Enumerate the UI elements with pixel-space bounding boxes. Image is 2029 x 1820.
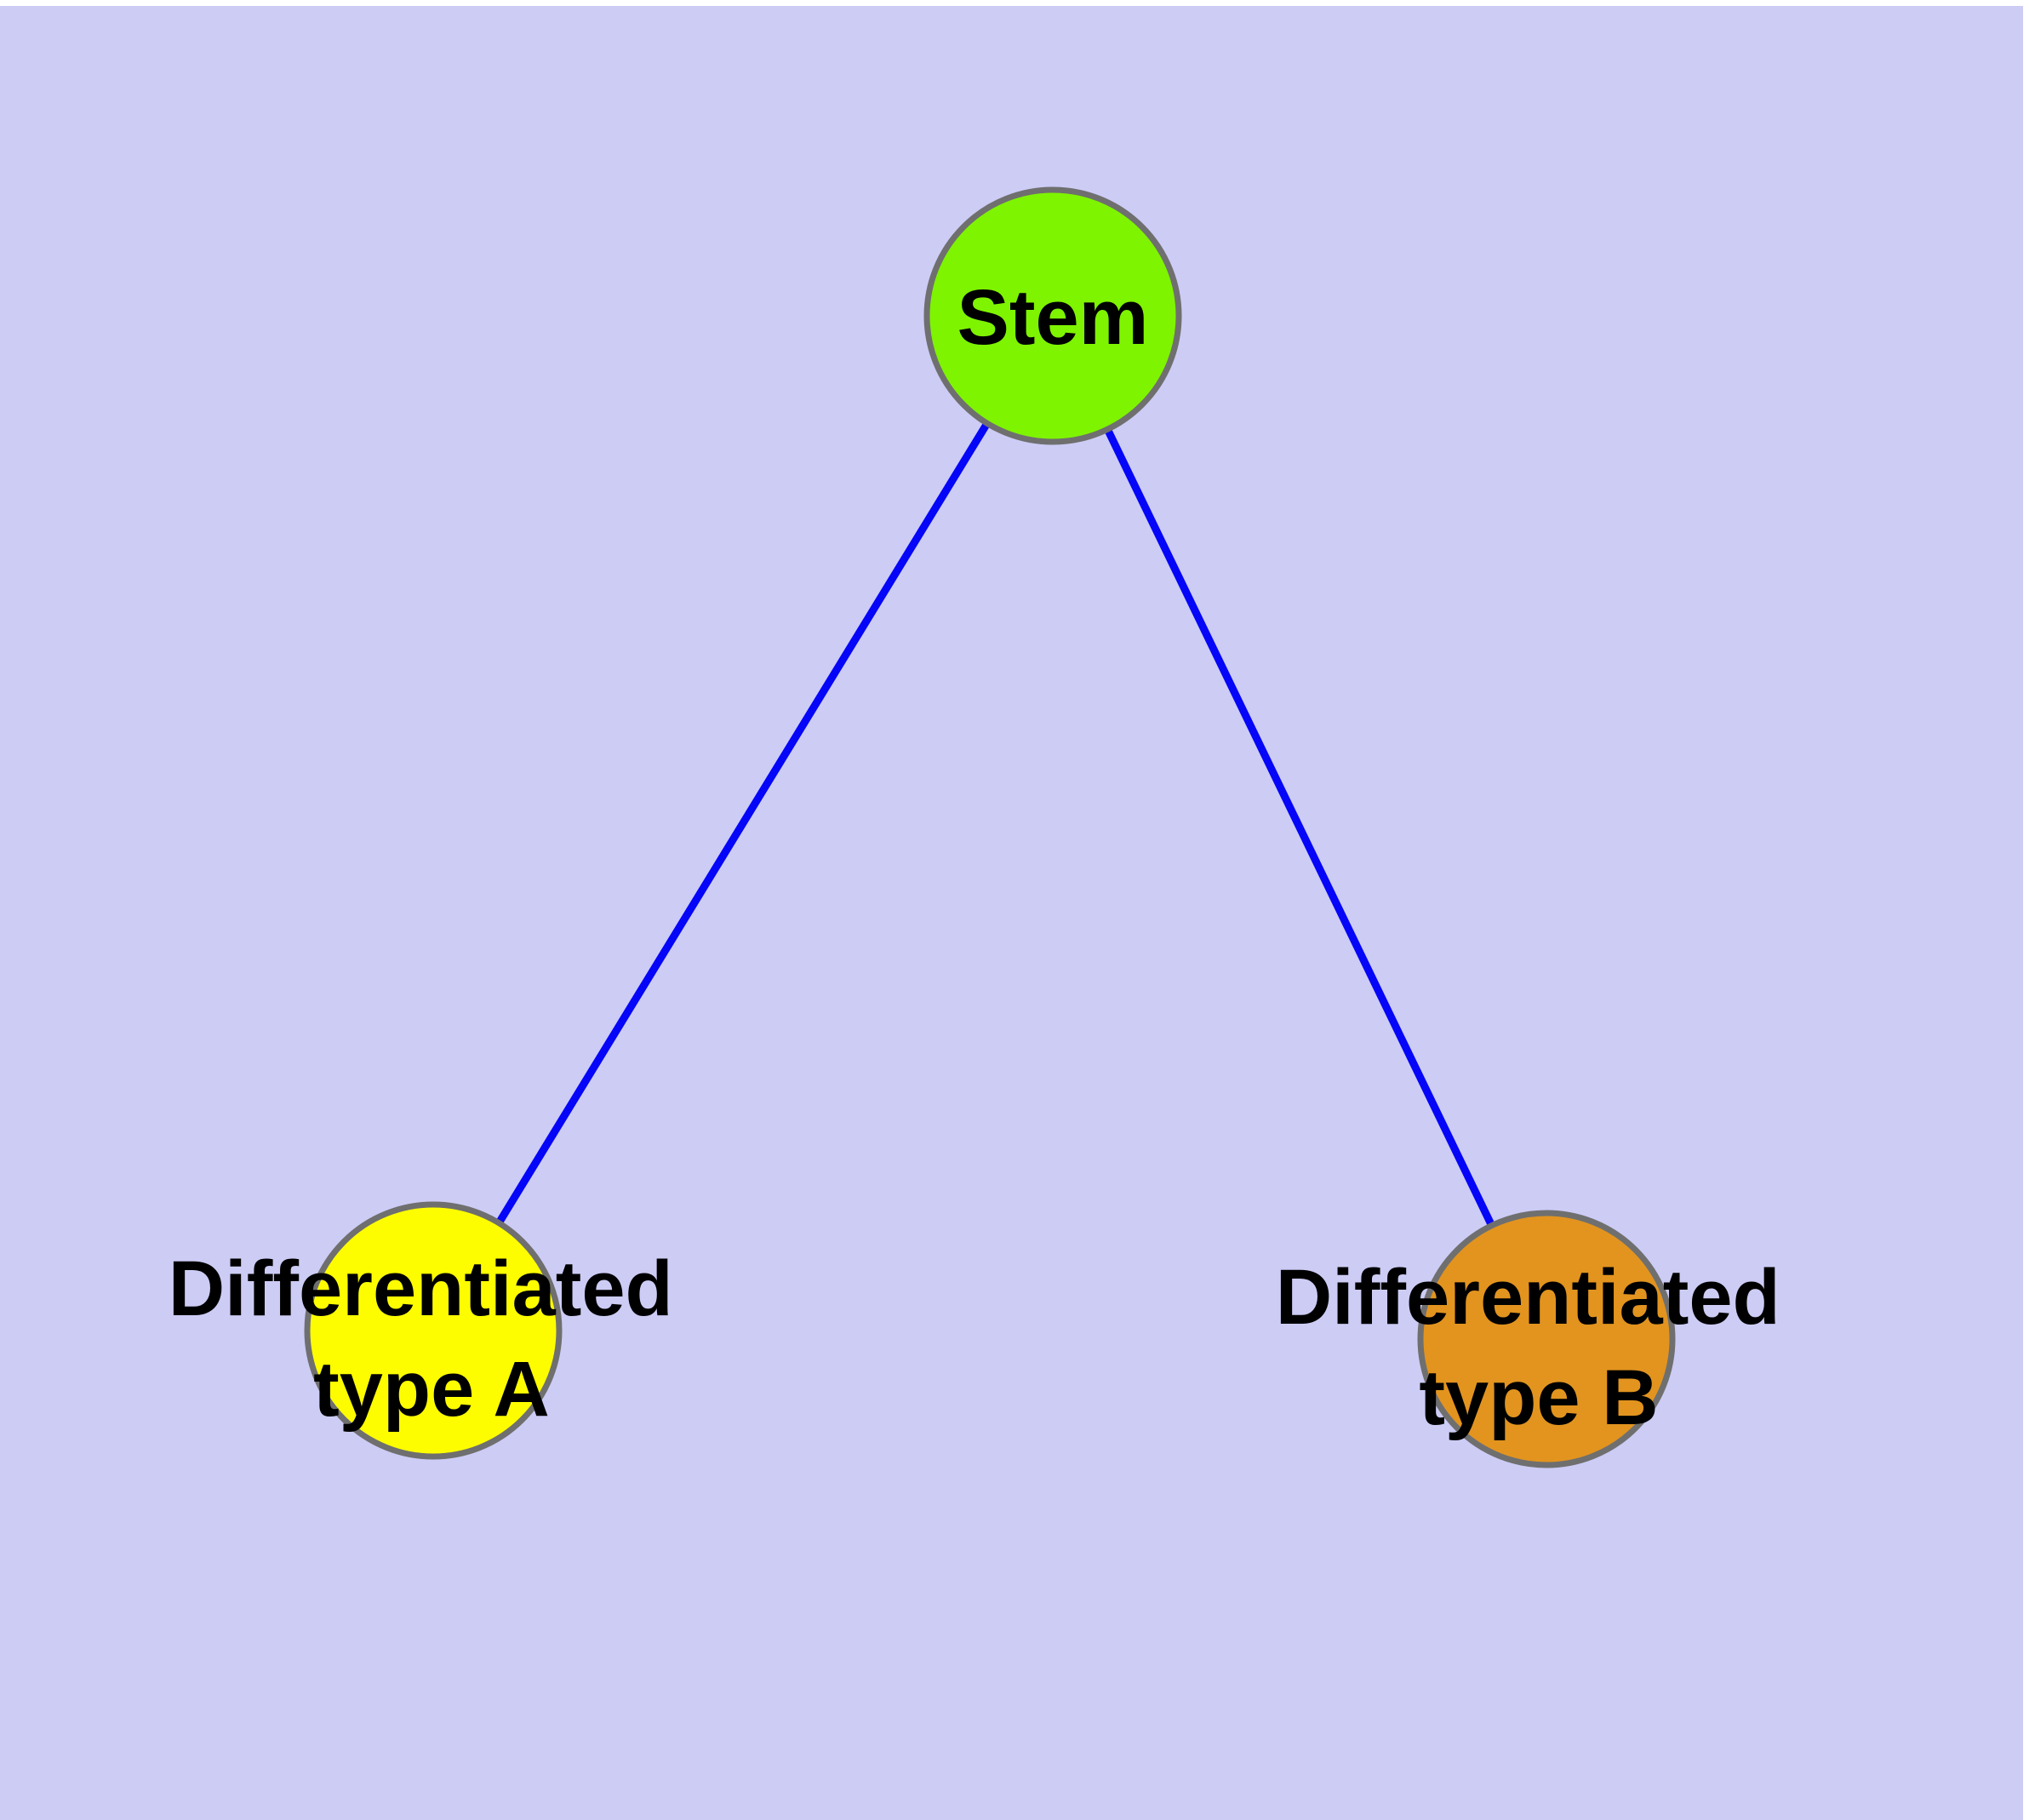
- node-stem-label: Stem: [957, 274, 1149, 361]
- node-type-b-circle: [1417, 1210, 1676, 1468]
- node-type-b-label-line2: type B: [1419, 1354, 1658, 1441]
- node-type-a-label: Differentiated type A: [169, 1245, 695, 1433]
- node-type-a-label-line1: Differentiated: [169, 1245, 673, 1332]
- edge-stem-to-type-a: [430, 313, 1056, 1333]
- node-type-a-label-line2: type A: [313, 1346, 550, 1433]
- edge-stem-to-type-b: [1049, 314, 1551, 1341]
- node-type-b-label: Differentiated type B: [1276, 1254, 1803, 1441]
- node-type-b-label-line1: Differentiated: [1276, 1254, 1780, 1341]
- node-stem-label-line1: Stem: [957, 274, 1149, 361]
- node-stem-circle: [923, 186, 1182, 445]
- node-type-a-circle: [304, 1201, 563, 1460]
